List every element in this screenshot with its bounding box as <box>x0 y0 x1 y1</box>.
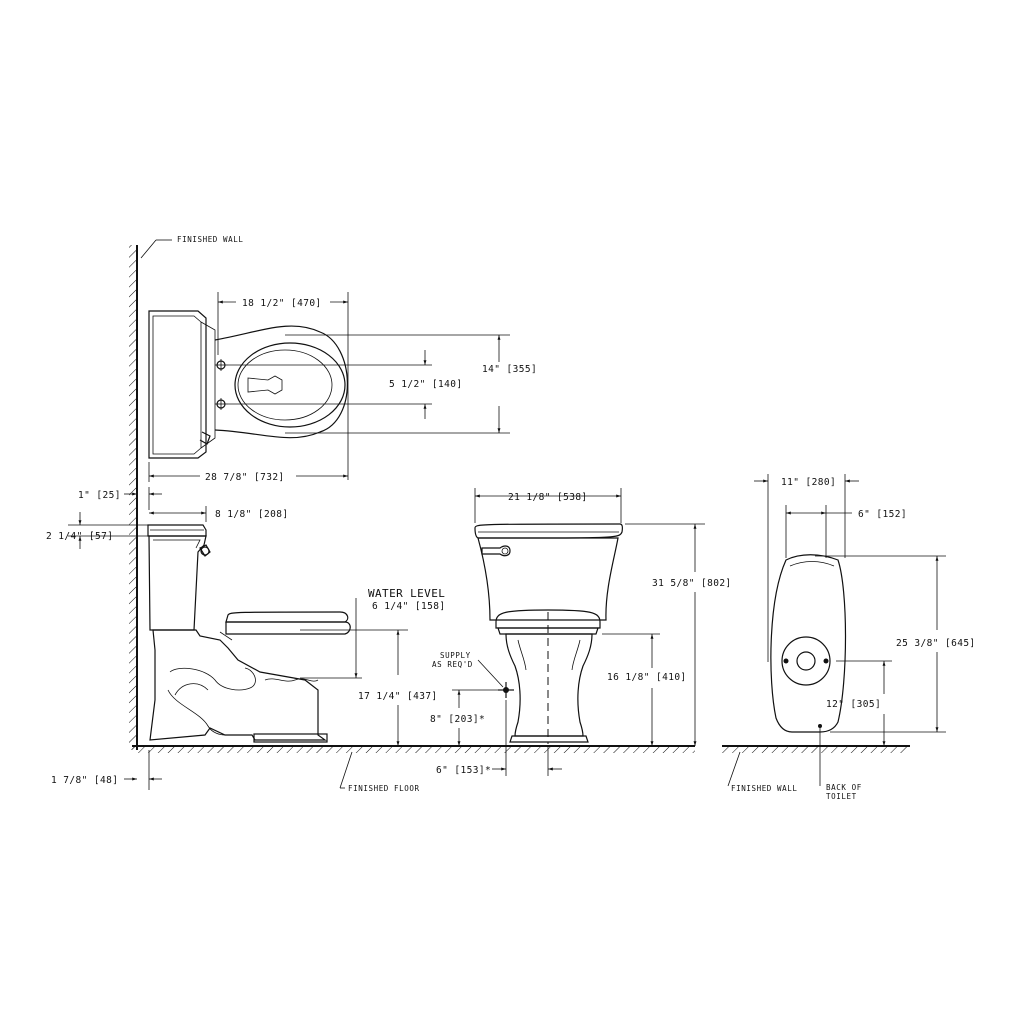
dim-supply-height-label: 8" [203]* <box>430 714 485 725</box>
finished-wall-right-callout: FINISHED WALL <box>727 751 798 793</box>
dim-seat-height: 16 1/8" [410] <box>602 633 687 746</box>
dim-overall-height-label: 31 5/8" [802] <box>652 578 732 589</box>
finished-wall-label: FINISHED WALL <box>177 235 244 244</box>
supply-label-line2: AS REQ'D <box>432 660 473 669</box>
dim-wall-gap-label: 1" [25] <box>78 490 121 501</box>
supply-callout: SUPPLY AS REQ'D <box>432 651 504 688</box>
finished-floor-left <box>132 745 695 753</box>
supply-label-line1: SUPPLY <box>440 651 471 660</box>
dim-supply-height: 8" [203]* <box>430 689 506 746</box>
dim-rough-in-label: 12" [305] <box>826 699 881 710</box>
dim-tank-width: 21 1/8" [538] <box>474 488 622 523</box>
dim-tank-to-bowl: 18 1/2" [470] <box>217 292 349 480</box>
dim-outlet-width-label: 11" [280] <box>781 477 836 488</box>
dim-rim-height: 17 1/4" [437] <box>358 630 438 746</box>
dim-base-offset: 1 7/8" [48] <box>51 750 162 790</box>
finished-floor-callout: FINISHED FLOOR <box>339 751 420 793</box>
finished-wall-left <box>129 245 138 750</box>
back-of-toilet-line2: TOILET <box>826 792 857 801</box>
dim-tank-depth: 8 1/8" [208] <box>149 506 288 522</box>
dim-lid-height: 2 1/4" [57] <box>46 512 148 549</box>
dim-base-offset-label: 1 7/8" [48] <box>51 775 118 786</box>
dim-tank-height-rear: 25 3/8" [645] <box>815 555 976 733</box>
finished-wall-right <box>722 745 910 753</box>
back-of-toilet-line1: BACK OF <box>826 783 862 792</box>
dim-width-top: 14" [355] <box>285 334 537 434</box>
dim-overall-length-label: 28 7/8" [732] <box>205 472 285 483</box>
dim-wall-gap: 1" [25] <box>78 487 162 510</box>
dim-supply-offset-label: 6" [153]* <box>436 765 491 776</box>
dim-rough-in: 12" [305] <box>826 660 892 746</box>
rear-view <box>770 554 847 733</box>
back-of-toilet-callout: BACK OF TOILET <box>819 728 862 801</box>
dim-overall-height: 31 5/8" [802] <box>625 523 732 746</box>
dim-water-level: WATER LEVEL 6 1/4" [158] <box>300 587 445 679</box>
side-view <box>147 524 351 743</box>
dim-water-level-label: 6 1/4" [158] <box>372 601 445 612</box>
dim-tank-height-rear-label: 25 3/8" [645] <box>896 638 976 649</box>
finished-floor-label: FINISHED FLOOR <box>348 784 420 793</box>
dim-outlet-center: 6" [152] <box>785 505 907 558</box>
finished-wall-callout: FINISHED WALL <box>140 235 244 259</box>
dim-tank-to-bowl-label: 18 1/2" [470] <box>242 298 322 309</box>
dim-overall-length: 28 7/8" [732] <box>148 462 348 483</box>
dim-tank-width-label: 21 1/8" [538] <box>508 492 588 503</box>
dim-rim-height-label: 17 1/4" [437] <box>358 691 438 702</box>
dim-bolt-spacing-label: 5 1/2" [140] <box>389 379 462 390</box>
dim-width-top-label: 14" [355] <box>482 364 537 375</box>
dim-lid-height-label: 2 1/4" [57] <box>46 531 113 542</box>
dim-seat-height-label: 16 1/8" [410] <box>607 672 687 683</box>
top-view <box>148 310 348 459</box>
dim-tank-depth-label: 8 1/8" [208] <box>215 509 288 520</box>
front-view <box>474 523 623 744</box>
water-level-label: WATER LEVEL <box>368 587 445 600</box>
dim-outlet-width: 11" [280] <box>754 474 859 662</box>
finished-wall-right-label: FINISHED WALL <box>731 784 798 793</box>
dim-outlet-center-label: 6" [152] <box>858 509 907 520</box>
dim-supply-offset: 6" [153]* <box>436 700 562 776</box>
dim-bolt-spacing: 5 1/2" [140] <box>228 350 462 419</box>
